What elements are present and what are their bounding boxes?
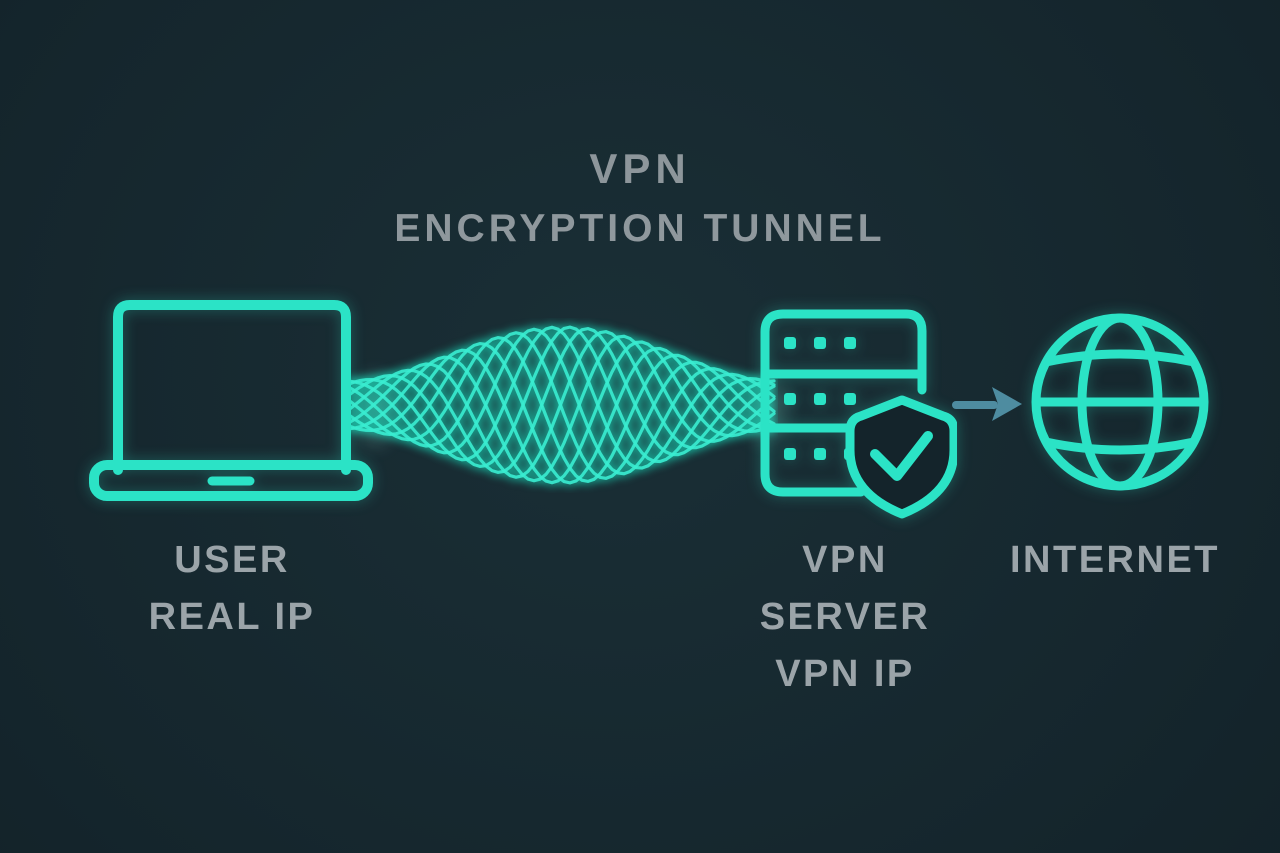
globe-icon [1031, 313, 1209, 491]
server-led-dots [784, 337, 856, 460]
laptop-icon [89, 300, 373, 501]
internet-label: INTERNET [965, 532, 1265, 589]
user-label: USER REAL IP [82, 532, 382, 646]
title-vpn: VPN [589, 145, 691, 192]
internet-label-line: INTERNET [1010, 539, 1220, 581]
diagram-title: VPN ENCRYPTION TUNNEL [0, 145, 1280, 250]
shield-check-icon [845, 395, 957, 519]
right-arrow-icon [952, 387, 1022, 421]
vpn-server-label-line: VPN [802, 539, 888, 581]
vpn-server-label: VPN SERVER VPN IP [695, 532, 995, 703]
vpn-server-icon [760, 309, 957, 519]
vpn-server-label-line: SERVER [759, 596, 931, 638]
user-label-line: USER [174, 539, 290, 581]
encryption-tunnel-mesh [348, 322, 777, 488]
title-encryption-tunnel: ENCRYPTION TUNNEL [394, 207, 886, 250]
vpn-server-label-line: VPN IP [775, 653, 915, 695]
user-label-line: REAL IP [148, 596, 316, 638]
